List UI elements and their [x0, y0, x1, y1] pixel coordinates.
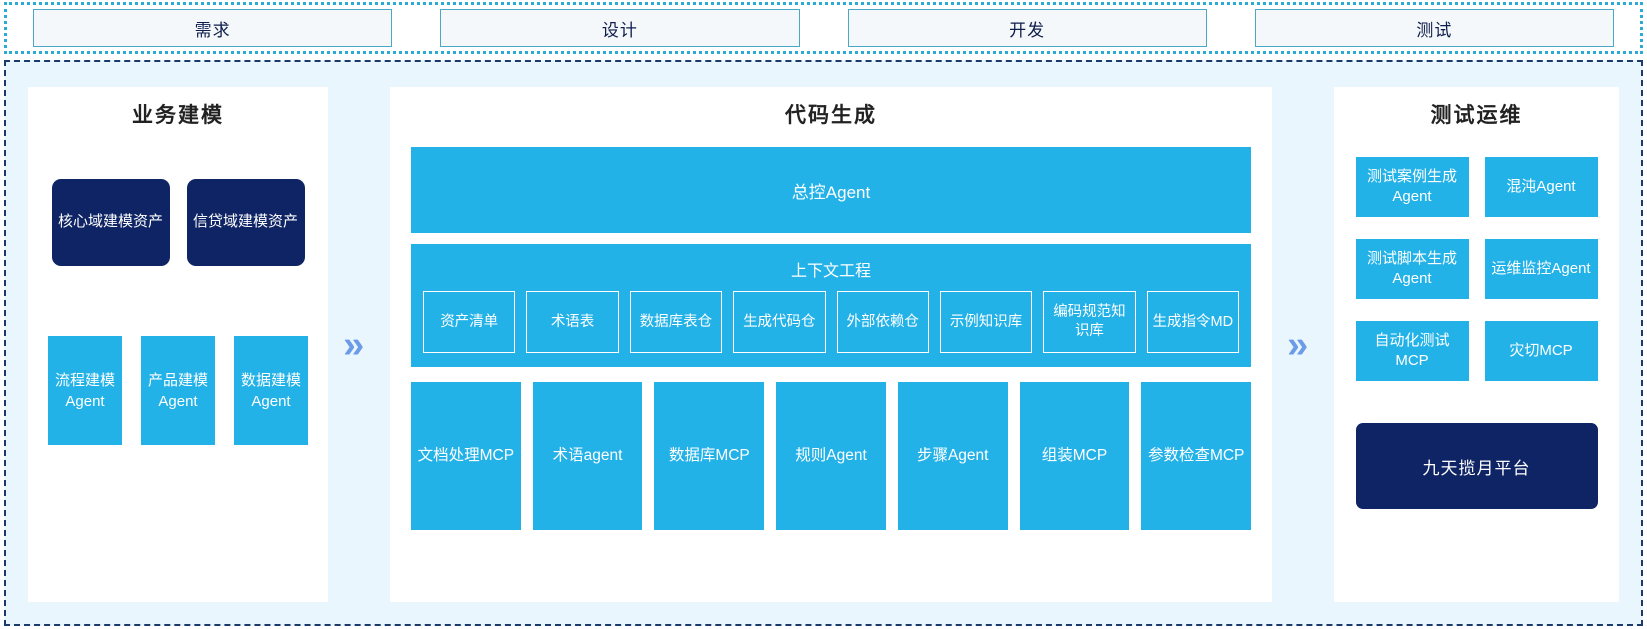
context-item-generation-instruction-md[interactable]: 生成指令MD [1146, 291, 1239, 353]
context-item-label: 外部依赖仓 [846, 313, 919, 330]
test-card-test-script-generation-agent[interactable]: 测试脚本生成Agent [1355, 239, 1469, 299]
context-item-label: 编码规范知识库 [1053, 304, 1126, 339]
tool-label: 文档处理MCP [417, 446, 515, 464]
agent-label: 数据建模Agent [240, 371, 301, 410]
context-item-glossary[interactable]: 术语表 [526, 291, 619, 353]
phase-strip: 需求 设计 开发 测试 [4, 2, 1643, 54]
chevron-right-icon-1: » [343, 323, 375, 366]
context-item-label: 资产清单 [440, 313, 499, 330]
context-engineering-block: 上下文工程 资产清单 术语表 数据库表仓 生成代码仓 [411, 244, 1251, 367]
context-engineering-title: 上下文工程 [790, 263, 871, 280]
tool-label: 术语agent [552, 446, 623, 464]
context-item-coding-standard-knowledge-base[interactable]: 编码规范知识库 [1043, 291, 1136, 353]
chevron-right-icon-2: » [1287, 323, 1319, 366]
tool-label: 规则Agent [795, 446, 867, 464]
tool-card-glossary-agent[interactable]: 术语agent [532, 382, 643, 530]
tool-card-row: 文档处理MCP 术语agent 数据库MCP 规则Agent 步骤Agent [411, 382, 1252, 530]
tool-card-database-mcp[interactable]: 数据库MCP [654, 382, 765, 530]
panel-code-generation: 代码生成 总控Agent 上下文工程 资产清单 术语表 [390, 87, 1272, 602]
tool-card-assembly-mcp[interactable]: 组装MCP [1019, 382, 1130, 530]
context-item-example-knowledge-base[interactable]: 示例知识库 [939, 291, 1033, 353]
test-card-label: 测试脚本生成Agent [1366, 249, 1457, 287]
context-item-list: 资产清单 术语表 数据库表仓 生成代码仓 外部依赖仓 [423, 291, 1239, 353]
context-item-label: 生成代码仓 [743, 313, 816, 330]
phase-box-design[interactable]: 设计 [440, 9, 800, 47]
test-card-label: 测试案例生成Agent [1366, 167, 1457, 205]
phase-label: 开发 [1009, 20, 1046, 40]
asset-label: 核心域建模资产 [57, 213, 163, 231]
phase-label: 测试 [1416, 20, 1453, 40]
business-asset-row: 核心域建模资产 信贷域建模资产 [51, 179, 305, 266]
master-agent-banner[interactable]: 总控Agent [411, 147, 1251, 233]
phase-box-development[interactable]: 开发 [847, 9, 1207, 47]
context-item-label: 示例知识库 [949, 313, 1023, 330]
platform-card-jiutian-lanyue[interactable]: 九天揽月平台 [1355, 423, 1598, 509]
panel-test-ops: 测试运维 测试案例生成Agent 混沌Agent 测试脚本生成Agent 运维监… [1334, 87, 1619, 602]
test-card-ops-monitoring-agent[interactable]: 运维监控Agent [1484, 239, 1598, 299]
phase-label: 设计 [601, 20, 638, 40]
context-item-generated-code-repo[interactable]: 生成代码仓 [733, 291, 826, 353]
tool-card-document-processing-mcp[interactable]: 文档处理MCP [411, 382, 521, 530]
phase-box-requirements[interactable]: 需求 [33, 9, 393, 47]
business-agent-row: 流程建模Agent 产品建模Agent 数据建模Agent [48, 336, 308, 445]
tool-card-step-agent[interactable]: 步骤Agent [897, 382, 1008, 530]
test-card-disaster-switch-mcp[interactable]: 灾切MCP [1484, 321, 1598, 381]
phase-box-testing[interactable]: 测试 [1254, 9, 1614, 47]
tool-card-rule-agent[interactable]: 规则Agent [776, 382, 886, 530]
panel-business-modeling: 业务建模 核心域建模资产 信贷域建模资产 流程建模Agent 产品建模Agent… [28, 87, 328, 602]
test-card-label: 灾切MCP [1509, 341, 1573, 359]
context-item-asset-inventory[interactable]: 资产清单 [423, 291, 516, 353]
architecture-region: 业务建模 核心域建模资产 信贷域建模资产 流程建模Agent 产品建模Agent… [4, 60, 1643, 626]
tool-card-parameter-check-mcp[interactable]: 参数检查MCP [1141, 382, 1252, 530]
panel-title-test-ops: 测试运维 [1430, 104, 1523, 127]
asset-card-credit-domain[interactable]: 信贷域建模资产 [186, 179, 305, 266]
test-card-label: 自动化测试MCP [1374, 331, 1450, 369]
code-generation-body: 总控Agent 上下文工程 资产清单 术语表 数据库表仓 [390, 135, 1272, 548]
tool-label: 组装MCP [1041, 446, 1108, 464]
test-card-label: 运维监控Agent [1491, 259, 1591, 277]
asset-label: 信贷域建模资产 [192, 213, 298, 231]
test-ops-card-grid: 测试案例生成Agent 混沌Agent 测试脚本生成Agent 运维监控Agen… [1355, 157, 1598, 381]
test-card-test-case-generation-agent[interactable]: 测试案例生成Agent [1355, 157, 1469, 217]
master-agent-label: 总控Agent [791, 182, 871, 202]
asset-card-core-domain[interactable]: 核心域建模资产 [51, 179, 170, 266]
test-card-label: 混沌Agent [1506, 177, 1576, 195]
context-item-label: 数据库表仓 [639, 313, 713, 330]
phase-label: 需求 [194, 20, 231, 40]
context-item-db-table-repo[interactable]: 数据库表仓 [629, 291, 723, 353]
agent-card-product-modeling[interactable]: 产品建模Agent [141, 336, 215, 445]
tool-label: 步骤Agent [916, 446, 989, 464]
context-item-label: 生成指令MD [1152, 313, 1234, 330]
context-item-external-dependency-repo[interactable]: 外部依赖仓 [836, 291, 929, 353]
agent-card-process-modeling[interactable]: 流程建模Agent [48, 336, 122, 445]
panel-title-business-modeling: 业务建模 [132, 104, 224, 127]
agent-label: 流程建模Agent [54, 371, 115, 410]
context-item-label: 术语表 [550, 313, 595, 330]
agent-card-data-modeling[interactable]: 数据建模Agent [234, 336, 308, 445]
tool-label: 数据库MCP [668, 446, 750, 464]
test-card-chaos-agent[interactable]: 混沌Agent [1484, 157, 1598, 217]
panel-title-code-generation: 代码生成 [785, 104, 877, 127]
platform-label: 九天揽月平台 [1422, 458, 1531, 478]
agent-label: 产品建模Agent [147, 371, 208, 410]
test-card-automated-test-mcp[interactable]: 自动化测试MCP [1355, 321, 1469, 381]
tool-label: 参数检查MCP [1147, 446, 1245, 464]
